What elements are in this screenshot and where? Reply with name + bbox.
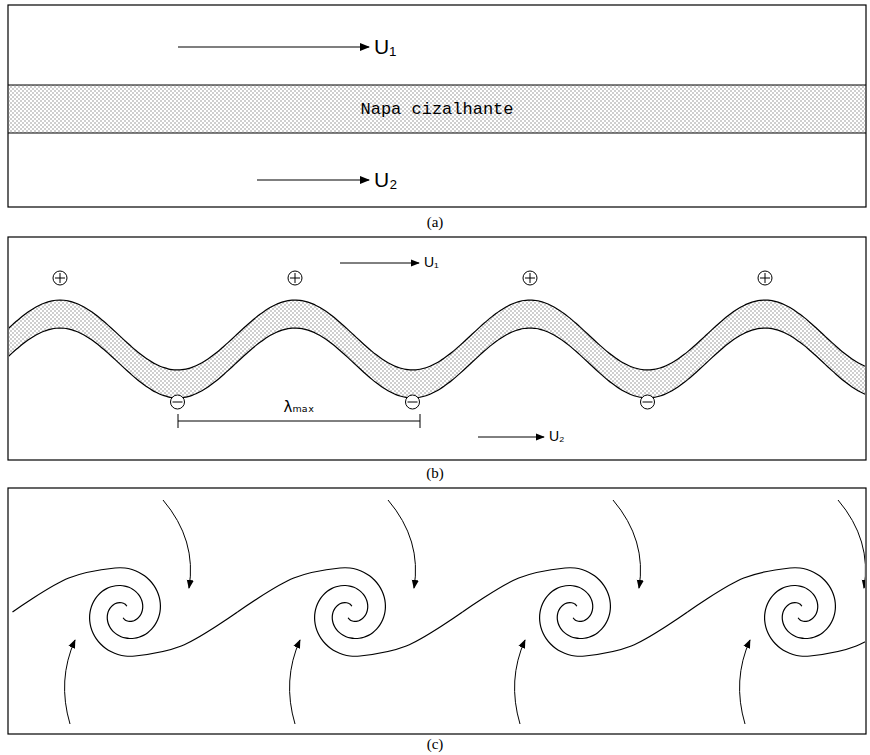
shear-band: [8, 85, 866, 133]
flow-arrow: [388, 500, 416, 588]
vortex-arm: [688, 568, 836, 639]
vortex-arm: [238, 568, 386, 639]
velocity-arrow: [340, 263, 419, 264]
velocity-label: U₁: [374, 35, 396, 58]
flow-arrow: [838, 500, 865, 588]
panel-label: (b): [426, 465, 444, 482]
panel-label: (a): [427, 214, 444, 231]
flow-arrow: [290, 640, 300, 724]
plus-circle-symbol: [53, 271, 67, 285]
flow-arrow: [163, 500, 191, 588]
flow-arrow: [515, 640, 525, 724]
panel-frame: [8, 488, 866, 734]
band-edge: [9, 300, 865, 370]
velocity-arrow: [257, 179, 369, 180]
velocity-arrow: [178, 46, 369, 47]
vortex-arm: [315, 585, 463, 656]
flow-arrow: [740, 640, 750, 724]
minus-circle-symbol: [171, 395, 185, 409]
wavelength-tick: [178, 414, 179, 428]
band-edge: [9, 328, 865, 398]
velocity-label: U₂: [374, 168, 397, 191]
plus-circle-symbol: [758, 271, 772, 285]
velocity-label: U₁: [424, 255, 439, 270]
vortex-arm: [540, 585, 688, 656]
vortex-arm: [463, 568, 611, 639]
flow-arrow: [613, 500, 641, 588]
plus-circle-symbol: [288, 271, 302, 285]
band-label: Napa cizalhante: [360, 100, 513, 119]
panel-frame: [8, 237, 866, 460]
vortex-arm: [765, 585, 865, 656]
wavelength-bar: [178, 421, 420, 422]
shear-layer-band: Napa cizalhante: [8, 85, 866, 133]
plus-circle-symbol: [523, 271, 537, 285]
flow-arrow: [65, 640, 75, 724]
panel-label: (c): [427, 736, 444, 753]
vortex-arm: [13, 568, 161, 639]
wavelength-label: λₘₐₓ: [284, 399, 315, 416]
vortex-arm: [90, 585, 238, 656]
band-edge: [8, 84, 866, 85]
minus-circle-symbol: [406, 395, 420, 409]
minus-circle-symbol: [641, 395, 655, 409]
panel-frame: [8, 5, 866, 207]
band-edge: [8, 132, 866, 133]
wavy-shear-band: [9, 300, 865, 398]
velocity-arrow: [478, 437, 544, 438]
wavelength-tick: [420, 414, 421, 428]
velocity-label: U₂: [549, 429, 565, 444]
